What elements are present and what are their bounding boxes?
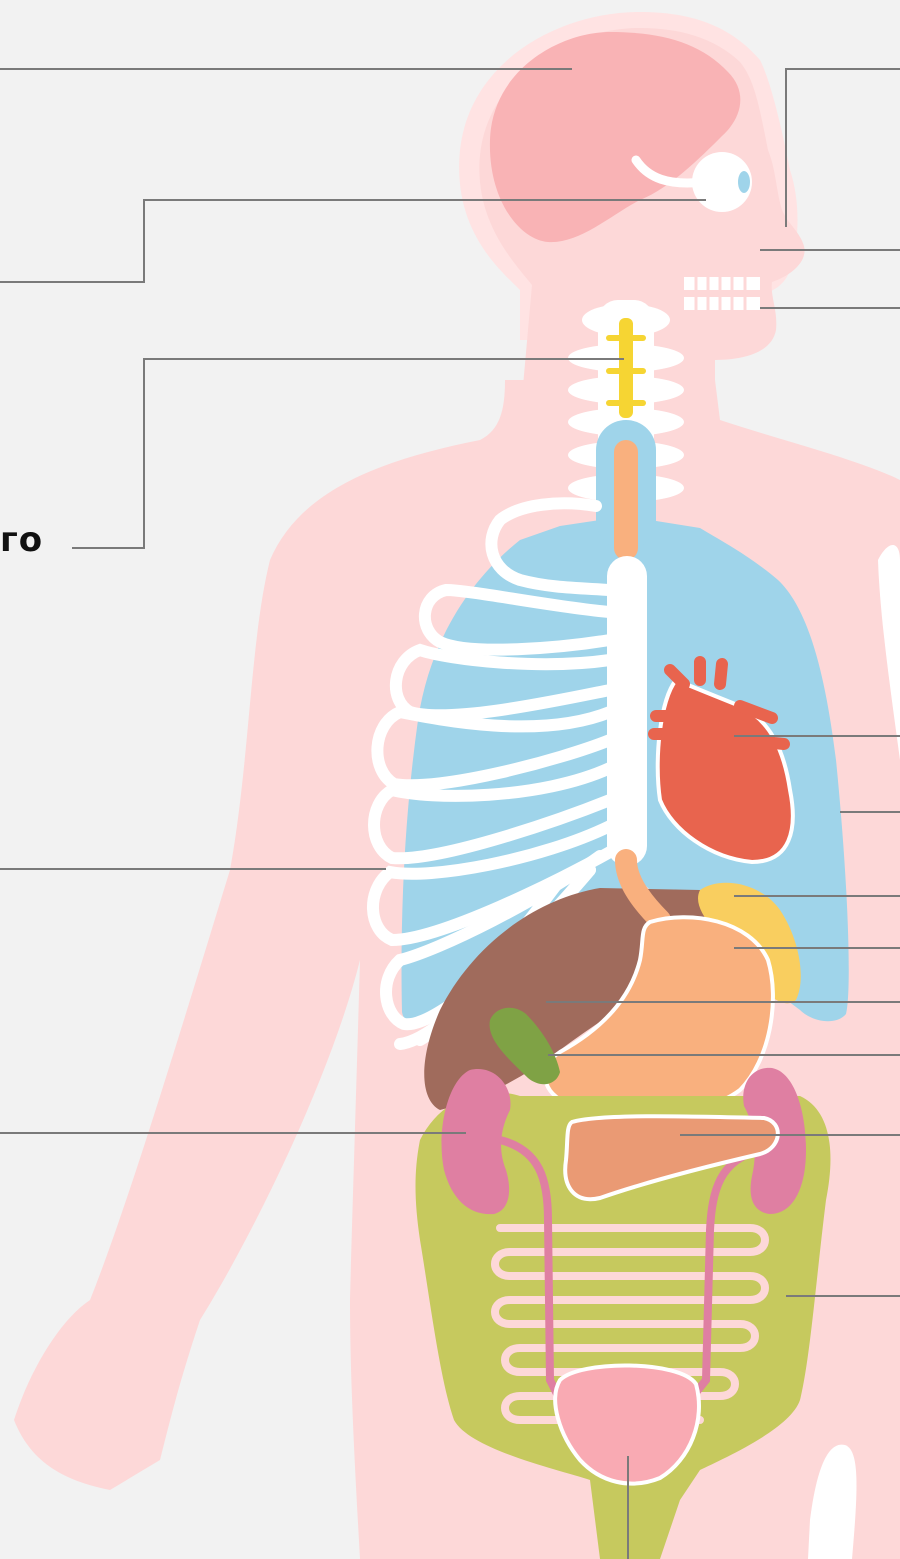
esophagus-upper — [614, 440, 638, 560]
sternum — [607, 556, 647, 866]
cropped-label: го — [0, 520, 43, 560]
leader-line-skull — [786, 69, 900, 227]
